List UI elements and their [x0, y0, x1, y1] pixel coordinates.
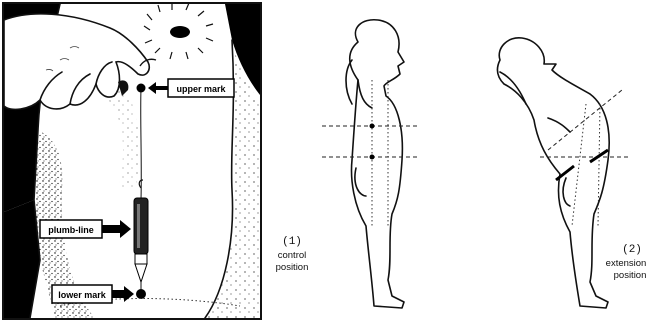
control-number: (1)	[282, 236, 302, 248]
control-line2: position	[276, 262, 309, 273]
extension-position-caption: (2) extension position	[606, 244, 647, 281]
upper-mark-dot	[137, 84, 146, 93]
left-panel: upper mark plumb-line lower mark	[3, 3, 261, 319]
control-position-caption: (1) control position	[276, 236, 309, 273]
extension-line1: extension	[606, 258, 647, 269]
lower-mark-label: lower mark	[58, 290, 107, 300]
plumb-line-label: plumb-line	[48, 225, 94, 235]
upper-mark-label: upper mark	[176, 84, 226, 94]
control-line1: control	[278, 250, 307, 261]
control-position-figure	[322, 20, 418, 308]
lower-mark-dot	[136, 289, 146, 299]
extension-line2: position	[614, 270, 647, 281]
extension-number: (2)	[622, 244, 642, 256]
